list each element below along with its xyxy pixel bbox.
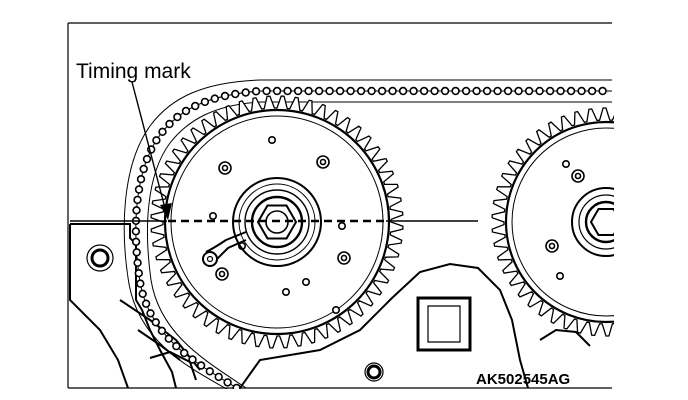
chain-link bbox=[598, 86, 607, 96]
callout-leader bbox=[131, 81, 167, 213]
chain-link bbox=[131, 227, 141, 236]
chain-link bbox=[293, 86, 303, 96]
chain-link bbox=[151, 318, 161, 327]
chain-link bbox=[172, 341, 181, 351]
chain-link bbox=[134, 269, 144, 278]
chain-link bbox=[272, 86, 282, 96]
chain-link bbox=[210, 94, 220, 103]
chain-link bbox=[231, 89, 240, 99]
chain-link bbox=[545, 86, 555, 96]
chain-link bbox=[577, 86, 586, 96]
chain-link bbox=[136, 279, 145, 288]
timing-mark-callout: Timing mark bbox=[76, 60, 191, 220]
chain-link bbox=[251, 87, 261, 96]
chain-link bbox=[214, 372, 223, 382]
chain-link bbox=[566, 86, 576, 96]
chain-link bbox=[503, 86, 513, 96]
chain-link bbox=[205, 367, 215, 376]
callout-arrowhead bbox=[160, 203, 172, 220]
chain-link bbox=[164, 334, 174, 343]
chain-link bbox=[220, 91, 230, 101]
bottom-crop-mask bbox=[0, 389, 688, 400]
chain-link bbox=[136, 175, 146, 184]
chain-link bbox=[200, 97, 210, 107]
chain-link bbox=[419, 86, 429, 96]
chain-link bbox=[146, 309, 155, 318]
chain-link bbox=[587, 86, 597, 96]
chain-link bbox=[241, 88, 250, 97]
figure-code: AK502545AG bbox=[476, 371, 570, 388]
chain-link bbox=[314, 86, 324, 96]
chain-link bbox=[196, 361, 206, 370]
chain-link bbox=[524, 86, 534, 96]
chain-link bbox=[493, 86, 502, 96]
chain-link bbox=[451, 86, 460, 96]
chain-link bbox=[377, 86, 387, 96]
chain-link bbox=[346, 86, 355, 96]
sprocket-bolt-holes-left bbox=[209, 136, 351, 314]
chain-link bbox=[472, 86, 481, 96]
timing-chain bbox=[123, 79, 612, 393]
chain-link bbox=[165, 119, 174, 129]
chain-link bbox=[180, 348, 189, 358]
timing-cover-outline bbox=[239, 262, 591, 389]
chain-link bbox=[132, 206, 141, 215]
chain-link bbox=[157, 326, 167, 335]
chain-link bbox=[173, 112, 182, 122]
chain-link bbox=[142, 154, 152, 164]
chain-link bbox=[188, 355, 197, 364]
chain-link bbox=[388, 86, 397, 96]
chain-link bbox=[134, 185, 144, 194]
chain-link bbox=[335, 86, 345, 96]
chain-link bbox=[133, 258, 142, 267]
chain-link bbox=[461, 86, 471, 96]
chain-link bbox=[356, 86, 366, 96]
chain-link bbox=[409, 86, 418, 96]
chain-link bbox=[514, 86, 523, 96]
chain-link bbox=[158, 127, 167, 137]
chain-link bbox=[139, 164, 148, 174]
chain-link bbox=[262, 86, 271, 96]
chain-link bbox=[283, 86, 292, 96]
chain-link bbox=[138, 289, 147, 298]
chain-link bbox=[482, 86, 492, 96]
chain-link bbox=[141, 299, 151, 308]
right-crop-mask bbox=[614, 0, 688, 400]
chain-link bbox=[132, 248, 141, 257]
chain-link bbox=[398, 86, 408, 96]
chain-link bbox=[304, 86, 313, 96]
chain-link bbox=[131, 237, 141, 247]
chain-link bbox=[325, 86, 334, 96]
chain-link bbox=[535, 86, 544, 96]
chain-link bbox=[440, 86, 450, 96]
chain-link bbox=[367, 86, 376, 96]
chain-link bbox=[556, 86, 565, 96]
chain-link bbox=[152, 136, 161, 145]
chain-link bbox=[191, 101, 200, 111]
hub-arm-pin-left bbox=[202, 251, 218, 267]
diagram-frame bbox=[67, 22, 612, 389]
chain-link bbox=[430, 86, 439, 96]
chain-link bbox=[133, 195, 142, 205]
chain-link bbox=[181, 106, 191, 116]
chain-link bbox=[223, 378, 232, 387]
timing-mark-label: Timing mark bbox=[76, 60, 191, 83]
sprocket-bolt-holes-right bbox=[545, 160, 585, 280]
